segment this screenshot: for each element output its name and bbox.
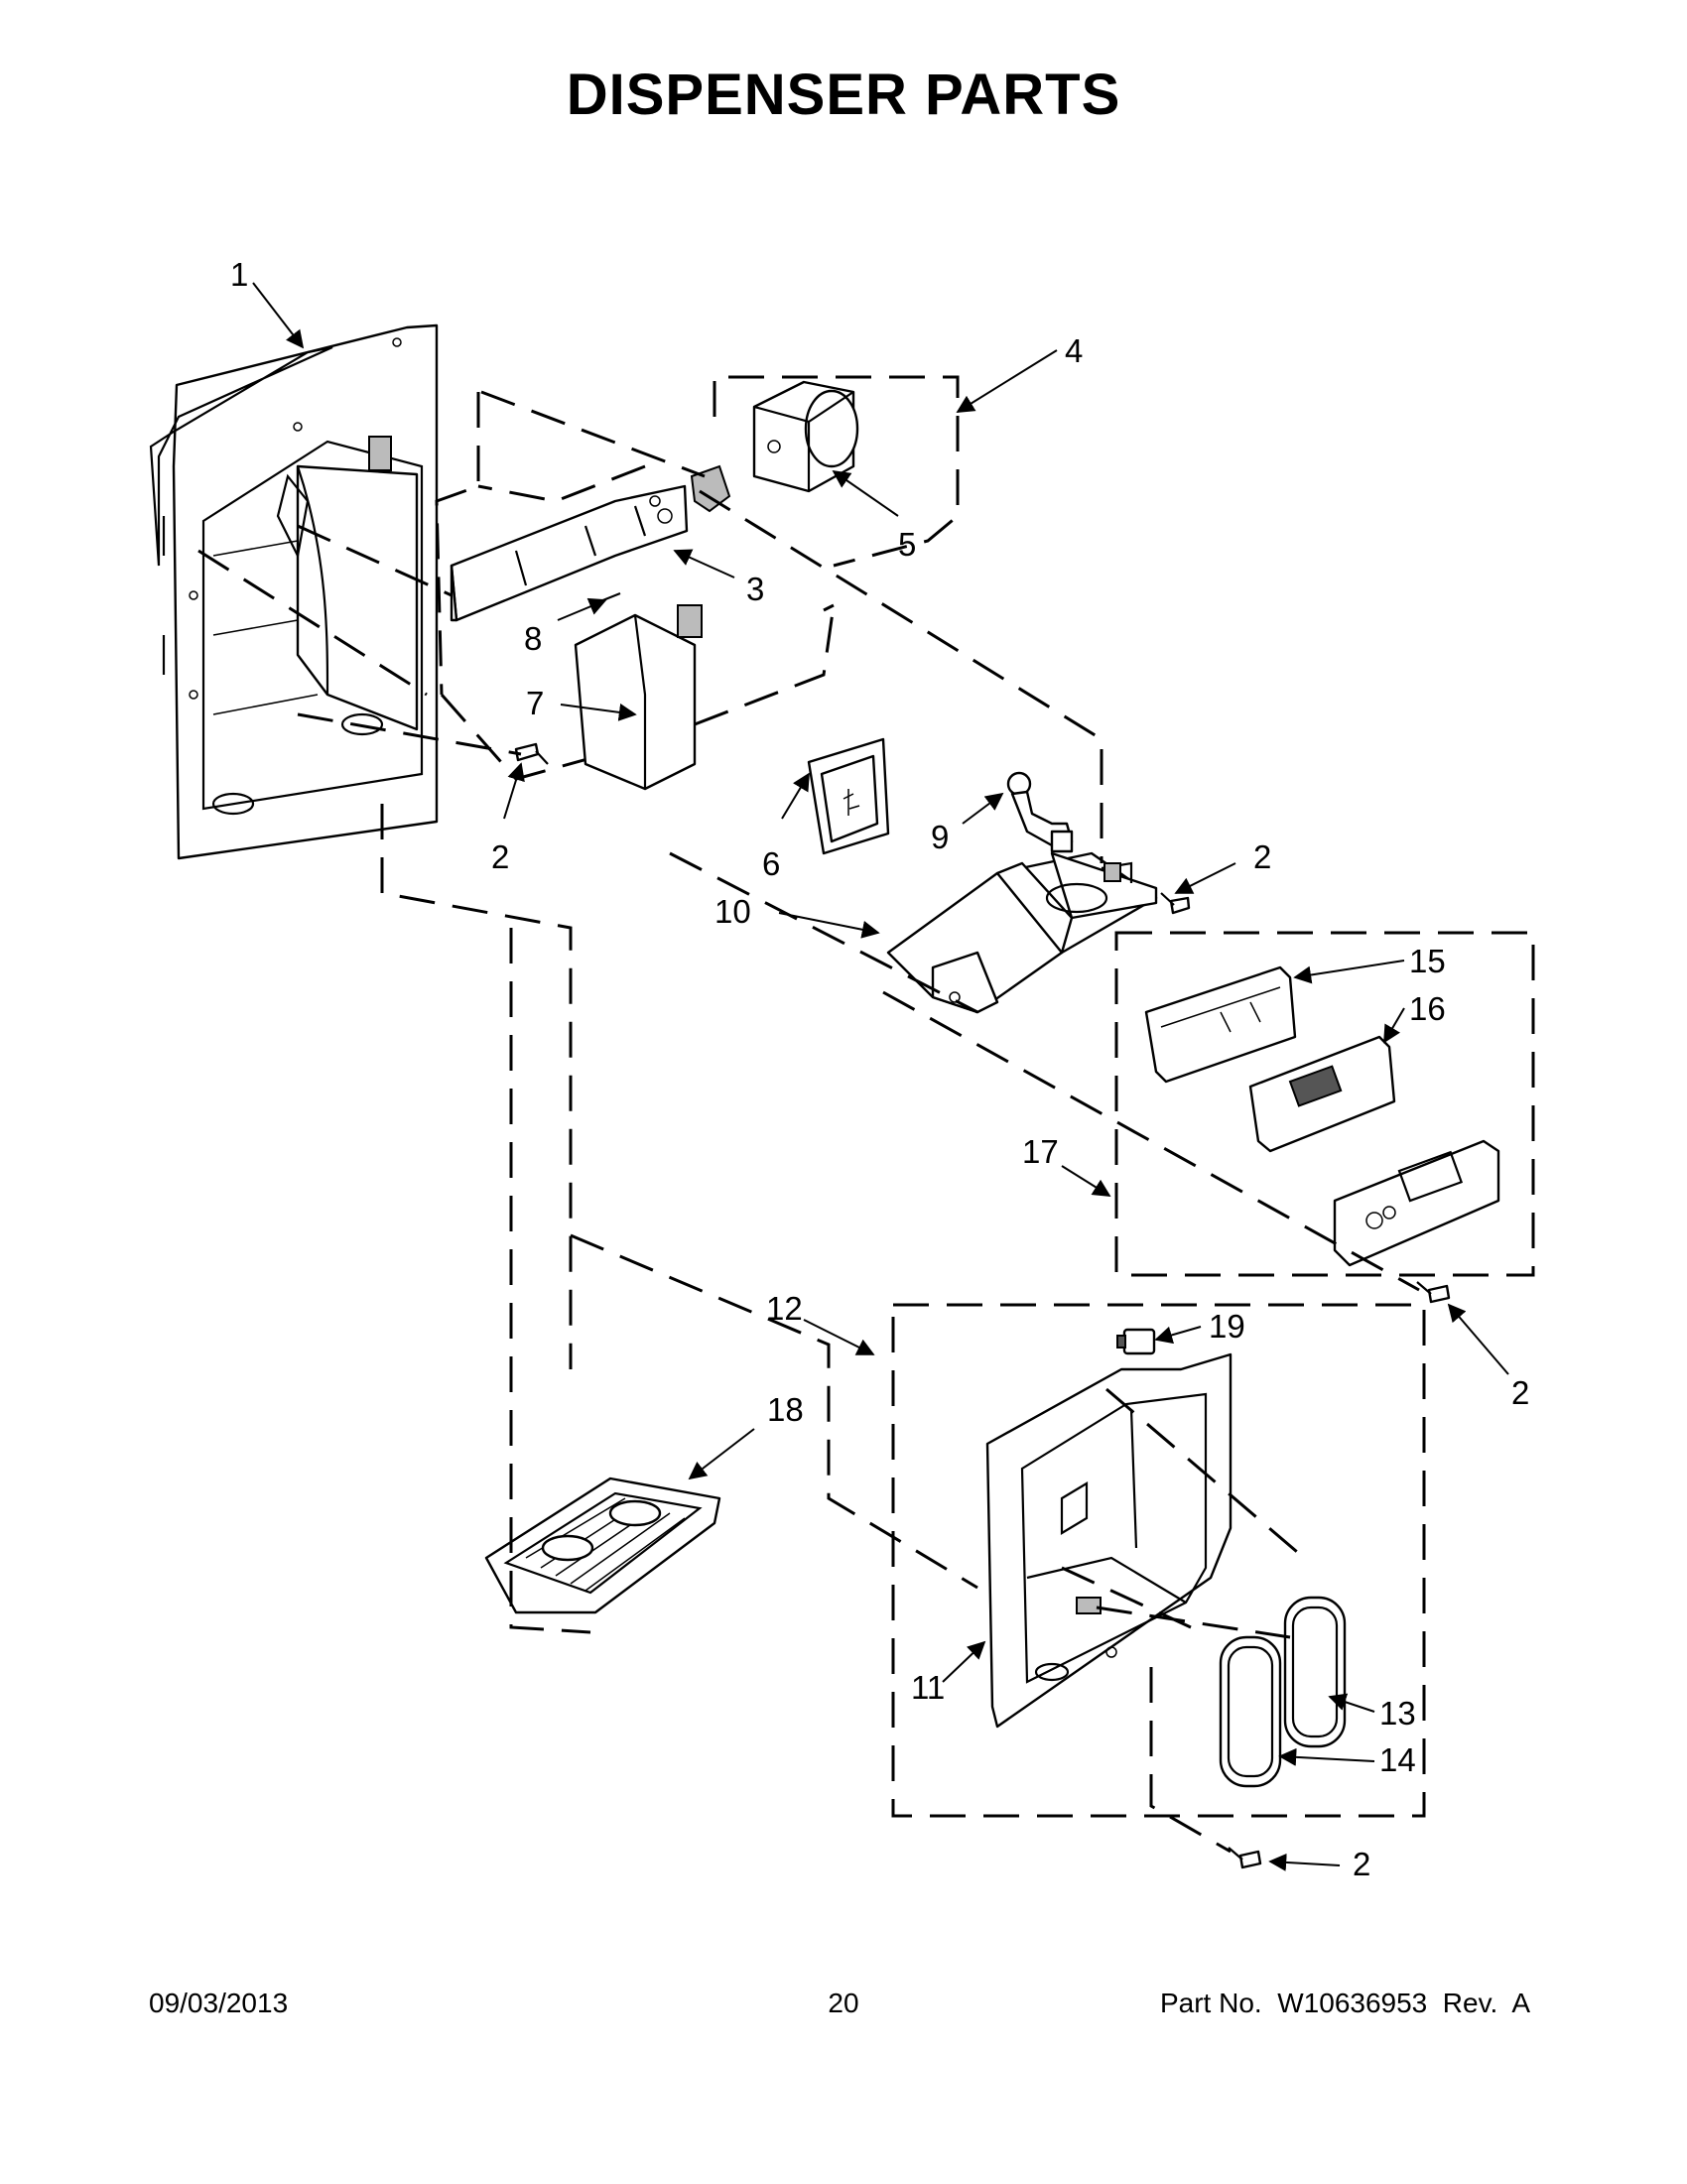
- callout-6: 6: [762, 845, 780, 882]
- callout-2a: 2: [491, 838, 509, 875]
- callout-2d: 2: [1353, 1846, 1370, 1882]
- screw-part-2-c: [1416, 1281, 1451, 1304]
- water-fitting-part-9: [1006, 771, 1074, 853]
- callout-17: 17: [1022, 1133, 1059, 1170]
- footer-part-number: Part No. W10636953 Rev. A: [1159, 1988, 1530, 2018]
- callout-4: 4: [1065, 332, 1083, 369]
- screw-part-2-a: [514, 742, 549, 765]
- callout-labels: 1 4 5 3 8 7 2 6 9 2 10 15 16 17 19 12 2 …: [230, 256, 1529, 1882]
- alignment-lines: [197, 390, 1420, 1854]
- screw-part-2-b: [1160, 892, 1191, 915]
- callout-14: 14: [1379, 1741, 1416, 1778]
- footer-date: 09/03/2013: [149, 1988, 289, 2018]
- callout-15: 15: [1409, 943, 1446, 979]
- callout-9: 9: [931, 819, 949, 855]
- callout-18: 18: [767, 1391, 804, 1428]
- callout-3: 3: [746, 571, 764, 607]
- leader-arrows: [252, 282, 1509, 1871]
- callout-5: 5: [898, 526, 916, 563]
- callout-16: 16: [1409, 990, 1446, 1027]
- callout-13: 13: [1379, 1695, 1416, 1732]
- callout-2b: 2: [1253, 838, 1271, 875]
- callout-10: 10: [714, 893, 751, 930]
- housing-frame-part-1: [149, 323, 439, 860]
- motor-assembly: [690, 375, 960, 568]
- callout-1: 1: [230, 256, 248, 293]
- chute-door-assembly: [435, 392, 836, 791]
- control-panel-assembly: [1114, 931, 1535, 1277]
- switch-cover-part-6: [807, 737, 890, 855]
- footer-page-number: 20: [828, 1988, 859, 2018]
- drip-tray-part-18: [484, 1477, 721, 1614]
- callout-11: 11: [911, 1669, 945, 1706]
- callout-7: 7: [526, 685, 544, 721]
- dispenser-front-assembly: [891, 1303, 1426, 1818]
- ice-chute-part-10: [886, 851, 1158, 1014]
- callout-12: 12: [766, 1290, 803, 1327]
- callout-19: 19: [1209, 1308, 1245, 1345]
- screw-part-2-d: [1228, 1847, 1262, 1869]
- page-title: DISPENSER PARTS: [566, 63, 1121, 127]
- callout-8: 8: [524, 620, 542, 657]
- callout-2c: 2: [1511, 1374, 1529, 1411]
